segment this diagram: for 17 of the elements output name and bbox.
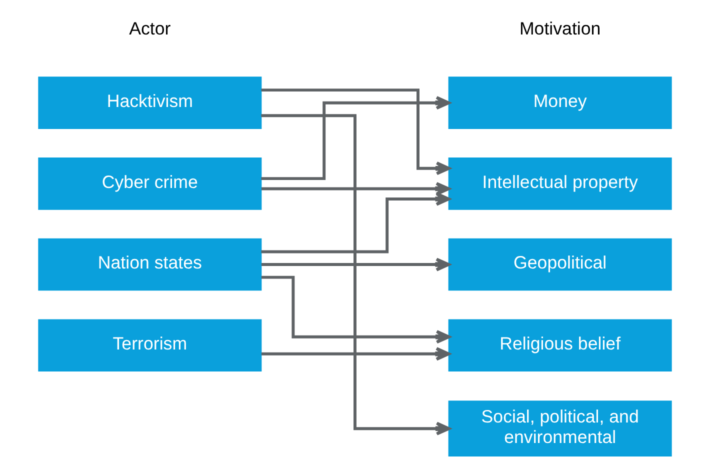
node-box: Intellectual property: [448, 158, 672, 210]
node-box: Cyber crime: [38, 158, 262, 210]
arrow: [261, 258, 450, 272]
arrow: [261, 114, 450, 436]
arrow: [261, 192, 450, 254]
arrow: [261, 182, 450, 196]
node-box: Nation states: [38, 238, 262, 291]
label: Actor: [129, 18, 171, 38]
node-box: Geopolitical: [448, 238, 672, 291]
node-box: Terrorism: [38, 319, 262, 372]
node-box: Religious belief: [448, 319, 672, 372]
label: Motivation: [519, 18, 601, 38]
arrow: [261, 276, 450, 344]
arrow: [261, 347, 450, 361]
node-box: Social, political, and environmental: [448, 400, 672, 457]
node-box: Hacktivism: [38, 76, 262, 129]
node-box: Money: [448, 76, 672, 129]
